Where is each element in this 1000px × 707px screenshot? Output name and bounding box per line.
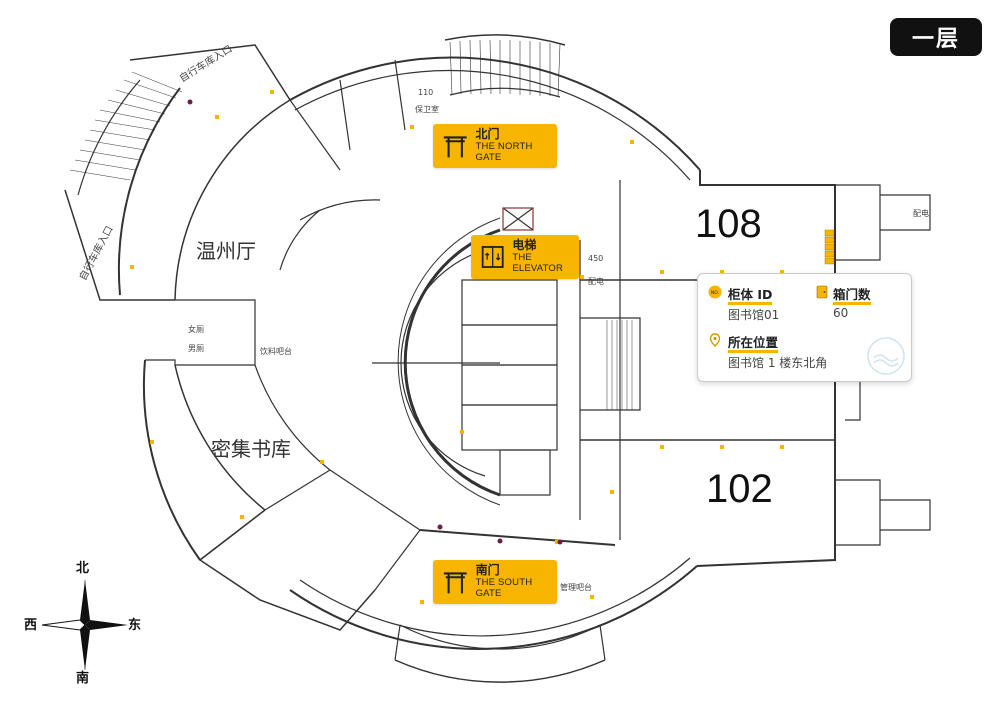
door-count-value: 60 [833, 306, 849, 320]
door-count-label: 箱门数 [833, 284, 871, 305]
compass-west-label: 西 [24, 618, 38, 633]
cabinet-id-label: 柜体 ID [728, 284, 773, 305]
room-110-label: 110 [418, 88, 434, 97]
location-pin-icon [709, 333, 721, 347]
location-label-text: 所在位置 [728, 335, 779, 353]
locker-info-popup[interactable]: NO. 柜体 ID 图书馆01 箱门数 60 所在位置 图书馆 1 楼东北角 [697, 273, 912, 382]
room-450-label: 450 [588, 254, 604, 263]
room-102-label[interactable]: 102 [706, 467, 773, 511]
compass-north-label: 北 [76, 561, 90, 576]
elevator-en: THE ELEVATOR [512, 251, 564, 274]
elevator-icon [481, 246, 504, 268]
compass-icon [41, 580, 128, 670]
mgmt-bar-label: 管理吧台 [560, 583, 592, 592]
compass-east-label: 东 [128, 618, 142, 633]
south-gate-marker[interactable]: 南门 THE SOUTH GATE [433, 560, 557, 604]
north-gate-marker[interactable]: 北门 THE NORTH GATE [433, 124, 557, 168]
female-wc-label: 女厕 [188, 325, 204, 334]
male-wc-label: 男厕 [188, 344, 204, 353]
north-gate-en: THE NORTH GATE [475, 140, 533, 163]
drink-bar-label: 饮料吧台 [260, 347, 292, 356]
cabinet-id-value: 图书馆01 [728, 308, 780, 322]
floor-selector-button[interactable]: 一层 [890, 18, 982, 56]
cabinet-id-label-text: 柜体 ID [728, 287, 773, 305]
gate-icon [443, 572, 467, 594]
room-108-label[interactable]: 108 [695, 202, 762, 246]
floor-label: 一层 [911, 27, 960, 52]
power-room-label: 配电 [588, 277, 604, 286]
number-badge-icon: NO. [708, 285, 722, 299]
number-badge-text: NO. [711, 290, 719, 296]
elevator-marker[interactable]: 电梯 THE ELEVATOR [471, 235, 579, 279]
location-value: 图书馆 1 楼东北角 [728, 356, 828, 370]
north-gate-cn: 北门 [475, 127, 500, 142]
gate-icon [443, 136, 467, 158]
door-count-label-text: 箱门数 [833, 287, 871, 305]
south-gate-en: THE SOUTH GATE [475, 576, 533, 599]
power-room-2-label: 配电 [913, 209, 929, 218]
location-label: 所在位置 [728, 332, 779, 353]
locker-door-icon [816, 285, 828, 299]
elevator-cn: 电梯 [512, 238, 537, 253]
compass-south-label: 南 [76, 671, 90, 686]
stacks-label: 密集书库 [211, 437, 291, 461]
watermark-logo-icon [867, 337, 905, 375]
south-gate-cn: 南门 [475, 563, 500, 578]
wenzhou-hall-label: 温州厅 [196, 239, 256, 263]
security-room-label: 保卫室 [415, 105, 439, 114]
